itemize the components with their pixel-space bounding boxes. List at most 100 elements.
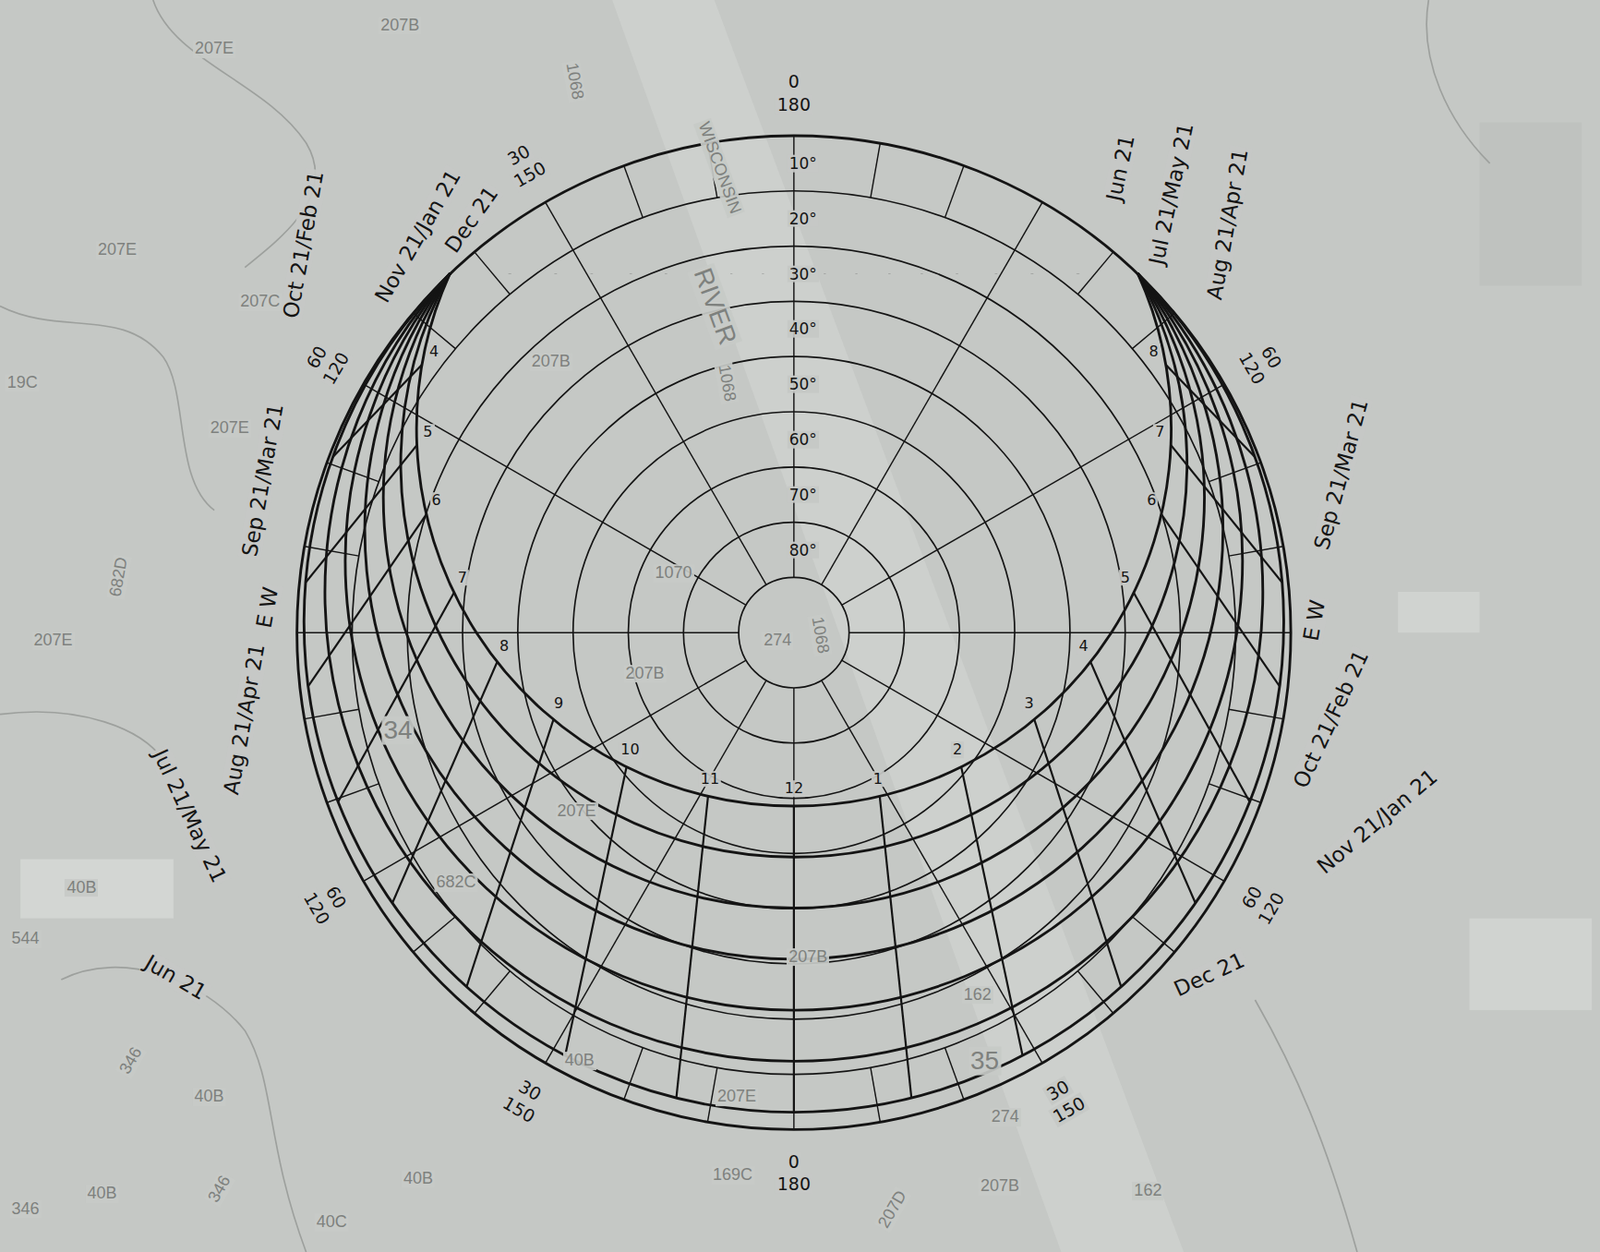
hour-label: 12: [782, 781, 806, 798]
hour-label: 3: [1022, 695, 1035, 712]
hour-line: [321, 0, 794, 1252]
hour-line: [793, 0, 1600, 1241]
azimuth-line: [821, 202, 1043, 585]
hour-label: 4: [427, 344, 441, 361]
hour-line: [183, 0, 794, 1252]
azimuth-line: [870, 1067, 880, 1122]
map-label: 35: [968, 1046, 1001, 1076]
sun-path-arc: [303, 273, 1284, 1112]
azimuth-line: [849, 631, 1291, 633]
azimuth-label: 180: [775, 94, 813, 114]
azimuth-label: 0: [786, 72, 802, 92]
hour-line: [793, 0, 1405, 1252]
sun-path-arcs: [303, 273, 1284, 1112]
soil-boundary: [1426, 0, 1490, 164]
map-label: 169C: [710, 1166, 755, 1185]
sun-path-arc: [364, 273, 1223, 960]
altitude-label: 60°: [787, 431, 819, 449]
azimuth-line: [842, 384, 1225, 605]
hour-label: 6: [1144, 492, 1158, 509]
hour-label: 5: [1118, 569, 1132, 587]
map-label: 1070: [652, 564, 694, 583]
map-label: 40B: [64, 878, 98, 898]
map-label: 346: [10, 1200, 42, 1219]
map-label: 274: [761, 631, 794, 650]
soil-boundary: [153, 0, 316, 268]
sun-path-arc: [400, 273, 1188, 857]
hour-label: 8: [1147, 344, 1161, 361]
hour-label: 8: [497, 637, 511, 655]
hour-label: 11: [698, 770, 722, 788]
soil-boundary: [0, 306, 215, 511]
hour-label: 7: [456, 569, 470, 587]
map-label: 40B: [84, 1184, 119, 1204]
azimuth-line: [363, 660, 746, 881]
hour-label: 4: [1077, 637, 1091, 655]
map-label: 207B: [529, 352, 573, 372]
field-patch: [1469, 918, 1593, 1011]
map-label: 207B: [978, 1177, 1022, 1196]
field-patch: [20, 859, 174, 919]
hour-line: [475, 0, 794, 1252]
azimuth-line: [624, 1047, 643, 1100]
soil-boundary: [60, 967, 306, 1252]
hour-line: [51, 0, 794, 1252]
field-patch: [1397, 591, 1480, 633]
hour-label: 10: [618, 742, 641, 759]
map-label: 40B: [192, 1087, 227, 1107]
map-label: 40B: [563, 1051, 597, 1071]
azimuth-line: [945, 1047, 964, 1100]
map-label: 207C: [238, 292, 282, 312]
altitude-label: 30°: [787, 264, 819, 283]
map-label: 162: [1131, 1181, 1164, 1201]
hour-line: [793, 0, 795, 1252]
azimuth-line: [545, 202, 767, 585]
map-label: 207B: [623, 664, 666, 684]
hour-line: [793, 0, 954, 1252]
map-label: 682C: [433, 873, 478, 892]
hour-label: 2: [950, 742, 964, 759]
azimuth-line: [1077, 252, 1113, 295]
azimuth-line: [870, 143, 880, 198]
map-label: 207B: [786, 948, 830, 967]
azimuth-line: [1131, 916, 1175, 952]
field-patch: [1479, 122, 1583, 287]
azimuth-line: [297, 631, 739, 633]
azimuth-label: 0: [786, 1151, 802, 1171]
azimuth-line: [474, 252, 510, 295]
map-label: 207E: [715, 1087, 758, 1107]
hour-line: [793, 0, 1113, 1252]
soil-boundary: [1254, 999, 1358, 1252]
altitude-label: 40°: [787, 320, 819, 338]
hour-line: [793, 0, 1600, 1081]
sun-path-arc: [345, 273, 1243, 1011]
map-label: 40C: [314, 1213, 349, 1232]
map-label: 544: [10, 929, 42, 949]
map-label: 274: [989, 1107, 1022, 1127]
map-label: 207E: [208, 419, 252, 438]
map-label: 40B: [401, 1169, 435, 1189]
sun-path-arc: [383, 273, 1204, 908]
map-label: 207E: [192, 39, 236, 59]
hour-line: [793, 0, 1267, 1252]
map-label: 19C: [5, 373, 40, 393]
sun-path-arc: [416, 273, 1171, 807]
azimuth-line: [842, 660, 1225, 881]
azimuth-label: 180: [775, 1174, 813, 1194]
azimuth-line: [413, 916, 457, 952]
altitude-label: 10°: [787, 155, 819, 173]
altitude-label: 80°: [787, 541, 819, 559]
sun-path-arc: [324, 273, 1264, 1061]
azimuth-line: [624, 165, 643, 217]
hour-label: 9: [552, 695, 566, 712]
hour-label: 5: [421, 423, 434, 441]
map-label: 207E: [96, 240, 139, 260]
map-label: 162: [962, 986, 994, 1005]
hour-label: 6: [429, 492, 443, 509]
map-label: 34: [381, 716, 414, 746]
hour-line: [634, 0, 794, 1252]
